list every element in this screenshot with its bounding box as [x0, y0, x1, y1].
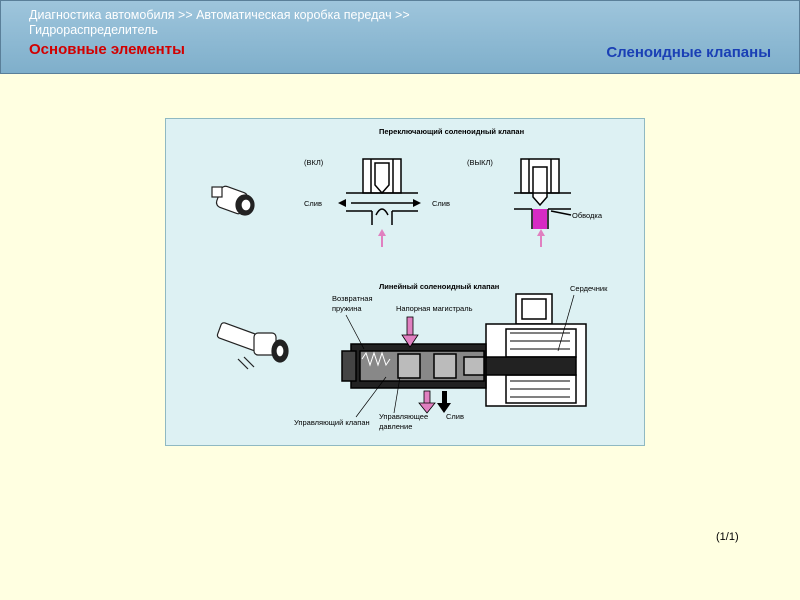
core-label: Сердечник — [570, 284, 608, 293]
switch-valve-title: Переключающий соленоидный клапан — [379, 127, 524, 136]
on-valve — [338, 158, 421, 225]
solenoid-diagram: Переключающий соленоидный клапан (ВКЛ) — [165, 118, 645, 446]
on-label: (ВКЛ) — [304, 158, 324, 167]
linear-valve-body — [341, 293, 587, 407]
off-valve — [514, 158, 572, 229]
pressure-arrow-icon — [378, 229, 386, 247]
off-label: (ВЫКЛ) — [467, 158, 493, 167]
line-pressure-label: Напорная магистраль — [396, 304, 473, 313]
section-title: Основные элементы — [29, 41, 185, 58]
breadcrumb-current[interactable]: Гидрораспределитель — [29, 23, 158, 37]
switch-solenoid-icon — [211, 185, 255, 216]
breadcrumb[interactable]: Диагностика автомобиля >> Автоматическая… — [29, 8, 410, 22]
drain-arrow-icon — [437, 391, 451, 413]
control-pressure-label: Управляющее — [379, 412, 428, 421]
drain-bottom-label: Слив — [446, 412, 464, 421]
header-bar: Диагностика автомобиля >> Автоматическая… — [0, 0, 800, 74]
linear-valve-title: Линейный соленоидный клапан — [379, 282, 499, 291]
drain-left-label: Слив — [304, 199, 322, 208]
line-pressure-arrow-icon — [401, 316, 419, 348]
return-spring-label-2: пружина — [332, 304, 362, 313]
page-indicator: (1/1) — [716, 531, 739, 543]
page-title: Сленоидные клапаны — [606, 44, 771, 61]
control-pressure-arrow-icon — [418, 390, 436, 414]
control-pressure-label-2: давление — [379, 422, 412, 431]
solenoid-diagram-svg: Переключающий соленоидный клапан (ВКЛ) — [211, 127, 608, 431]
bypass-label: Обводка — [572, 211, 603, 220]
return-spring-label: Возвратная — [332, 294, 373, 303]
pressure-arrow-icon — [537, 229, 545, 247]
leader-lines — [345, 294, 575, 418]
linear-solenoid-icon — [216, 322, 289, 370]
drain-right-label: Слив — [432, 199, 450, 208]
control-valve-label: Управляющий клапан — [294, 418, 370, 427]
